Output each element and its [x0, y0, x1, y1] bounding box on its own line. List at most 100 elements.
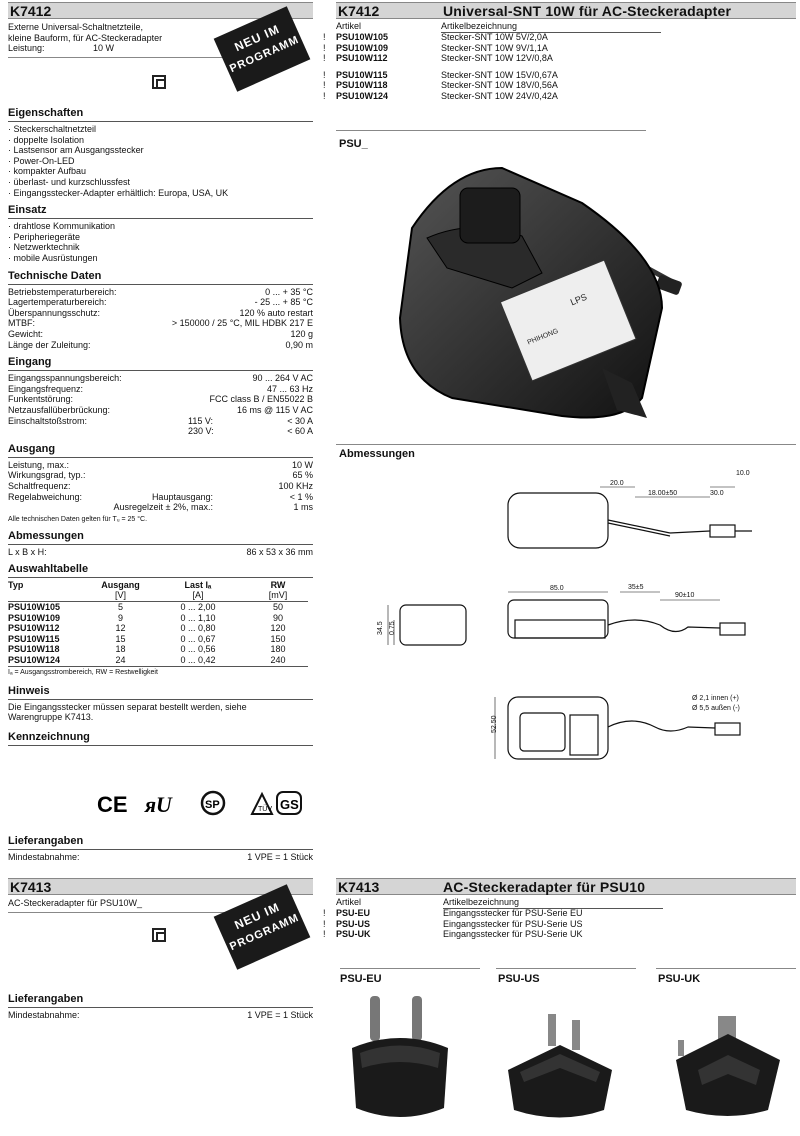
- table-cell: PSU10W109: [8, 612, 61, 623]
- list-item: · Eingangsstecker-Adapter erhältlich: Eu…: [8, 187, 229, 198]
- article-desc: Stecker-SNT 10W 15V/0,67A: [441, 69, 558, 80]
- new-mark: !: [323, 53, 326, 64]
- dim-label: 0.75: [389, 621, 396, 635]
- article-number: PSU10W112: [336, 53, 388, 64]
- spec-value: 10 W: [291, 459, 313, 470]
- spec-key: Mindestabnahme:: [8, 1009, 80, 1020]
- spec-subkey: Ausregelzeit ± 2%, max.:: [113, 502, 213, 513]
- list-item: · mobile Ausrüstungen: [8, 253, 98, 264]
- divider: [336, 130, 646, 131]
- k7412-right-title: Universal-SNT 10W für AC-Steckeradapter: [443, 3, 732, 19]
- k7413-right-header: K7413 AC-Steckeradapter für PSU10: [336, 878, 796, 895]
- k7412-liefer: Lieferangaben Mindestabnahme:1 VPE = 1 S…: [8, 832, 313, 863]
- table-cell: 9: [117, 612, 123, 623]
- table-cell: 120: [270, 623, 286, 634]
- eigenschaften-list: · Steckerschaltnetzteil · doppelte Isola…: [8, 124, 313, 198]
- spec-row: Regelabweichung: Hauptausgang: < 1 %: [8, 492, 313, 503]
- dim-label: 34.5: [377, 621, 384, 635]
- abmessungen-label: Abmessungen: [339, 448, 415, 460]
- article-number: PSU-EU: [336, 908, 371, 918]
- table-header: Artikelbezeichnung: [441, 21, 661, 33]
- spec-row: Lagertemperaturbereich:- 25 ... + 85 °C: [8, 297, 313, 308]
- list-item: · Power-On-LED: [8, 155, 75, 166]
- article-desc: Eingangsstecker für PSU-Serie EU: [443, 908, 583, 918]
- auswahl-heading: Auswahltabelle: [8, 563, 313, 578]
- spec-value: 86 x 53 x 36 mm: [246, 547, 313, 558]
- table-cell: PSU10W115: [8, 633, 60, 644]
- spec-value: 100 KHz: [278, 481, 313, 492]
- spec-key: Lagertemperaturbereich:: [8, 297, 107, 308]
- article-number: PSU10W124: [336, 91, 389, 102]
- spec-key: Wirkungsgrad, typ.:: [8, 470, 86, 481]
- list-item: · drahtlose Kommunikation: [8, 221, 116, 232]
- article-number: PSU10W109: [336, 42, 389, 53]
- table-header: Last Iₐ: [184, 579, 212, 590]
- list-item: · Steckerschaltnetzteil: [8, 123, 97, 134]
- plug-us-photo: [508, 1014, 612, 1118]
- spec-key: Eingangsspannungsbereich:: [8, 373, 122, 384]
- article-number: PSU-UK: [336, 929, 371, 940]
- spec-key: Eingangsfrequenz:: [8, 383, 84, 394]
- psu-photo: PHIHONG LPS: [398, 166, 682, 419]
- k7413-liefer: Lieferangaben Mindestabnahme:1 VPE = 1 S…: [8, 990, 313, 1021]
- plug-uk-label: PSU-UK: [658, 973, 701, 985]
- article-desc: Stecker-SNT 10W 12V/0,8A: [441, 53, 553, 64]
- dim-label: 18.00±50: [648, 490, 677, 497]
- k7412-left-header: K7412: [8, 2, 313, 19]
- spec-value: 0,90 m: [285, 339, 313, 350]
- spec-row: Länge der Zuleitung: 0,90 m: [8, 340, 313, 351]
- k7413-right-title: AC-Steckeradapter für PSU10: [443, 879, 646, 895]
- power-label: Leistung:: [8, 43, 45, 54]
- table-header: Artikelbezeichnung: [443, 897, 663, 909]
- article-desc: Eingangsstecker für PSU-Serie US: [443, 918, 583, 929]
- spec-value: 120 % auto restart: [239, 307, 313, 318]
- hinweis-text-line1: Die Eingangsstecker müssen separat beste…: [8, 701, 247, 712]
- spec-row: Ausregelzeit ± 2%, max.:1 ms: [8, 502, 313, 513]
- table-unit: [A]: [192, 590, 204, 601]
- k7413-code: K7413: [10, 879, 52, 895]
- phihong-logo-icon: [152, 75, 166, 89]
- table-cell: PSU10W118: [8, 644, 60, 655]
- kennzeichnung-heading: Kennzeichnung: [8, 731, 313, 746]
- list-item: · Netzwerktechnik: [8, 242, 80, 253]
- plug-eu-label: PSU-EU: [340, 973, 382, 985]
- k7413-right-code: K7413: [338, 879, 380, 895]
- new-mark: !: [323, 32, 326, 42]
- table-cell: 24: [115, 654, 126, 665]
- spec-row: Mindestabnahme:1 VPE = 1 Stück: [8, 852, 313, 863]
- ausgang-heading: Ausgang: [8, 443, 313, 458]
- article-number: PSU10W105: [336, 32, 389, 42]
- hinweis-text-line2: Warengruppe K7413.: [8, 712, 94, 723]
- k7412-intro: Externe Universal-Schaltnetzteile, klein…: [8, 22, 313, 54]
- auswahl-table: Typ Ausgang Last Iₐ RW [V] [A] [mV] PSU1…: [8, 580, 308, 667]
- spec-value: 1 VPE = 1 Stück: [247, 851, 313, 862]
- ce-mark-icon: CE: [97, 792, 128, 817]
- power-value: 10 W: [93, 43, 115, 54]
- k7412-desc-line2: kleine Bauform, für AC-Steckeradapter: [8, 32, 163, 43]
- spec-value: < 60 A: [287, 426, 313, 437]
- table-header: Ausgang: [101, 579, 140, 590]
- spec-key: Länge der Zuleitung:: [8, 339, 91, 350]
- spec-value: 0 ... + 35 °C: [265, 286, 313, 297]
- spec-subkey: Hauptausgang:: [151, 491, 213, 502]
- spec-key: Regelabweichung:: [8, 491, 83, 502]
- spec-key: Einschaltstoßstrom:: [8, 415, 88, 426]
- dim-label: 30.0: [710, 490, 724, 497]
- spec-value: 16 ms @ 115 V AC: [236, 405, 313, 416]
- auswahl-note: Iₐ = Ausgangsstrombereich, RW = Restwell…: [8, 668, 158, 676]
- table-header: Artikel: [336, 21, 362, 32]
- list-item: · Lastsensor am Ausgangsstecker: [8, 145, 144, 156]
- spec-value: < 1 %: [289, 491, 313, 502]
- spec-key: Gewicht:: [8, 329, 44, 340]
- new-mark: !: [323, 69, 326, 80]
- spec-subkey: 115 V:: [188, 415, 214, 426]
- spec-value: 90 ... 264 V AC: [252, 373, 313, 384]
